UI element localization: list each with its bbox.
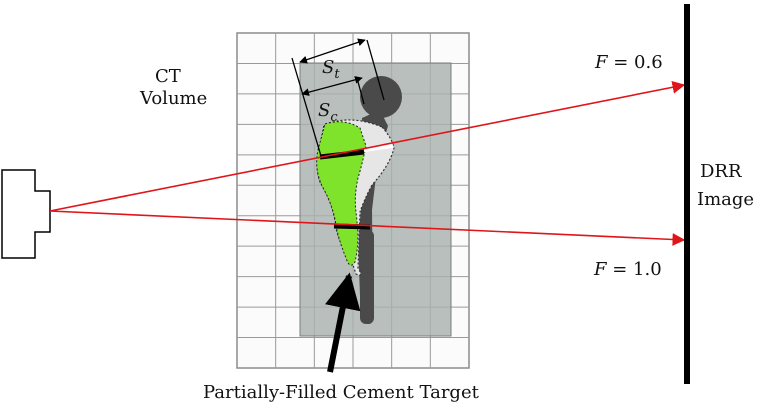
- ray-bottom: [49, 210, 686, 246]
- arrow-up-icon: [325, 272, 361, 373]
- s-c-label: Sc: [318, 100, 338, 125]
- ct-label-line2: Volume: [139, 88, 207, 109]
- ray-top: [49, 80, 686, 212]
- f-bottom-rest: = 1.0: [607, 259, 662, 280]
- target-caption: Partially-Filled Cement Target: [203, 382, 480, 403]
- f-bottom-label: F = 1.0: [593, 259, 662, 280]
- dimension-markers: [291, 38, 385, 157]
- section-line-bottom: [333, 223, 371, 230]
- s-c-var: S: [318, 100, 330, 121]
- f-bottom-var: F: [593, 259, 608, 280]
- ct-label-line1: CT: [155, 66, 181, 87]
- drr-label-line1: DRR: [700, 161, 742, 182]
- x-ray-source-icon: [1, 169, 51, 259]
- detector-plane: [684, 4, 690, 384]
- section-line-top-extension: [363, 144, 394, 152]
- f-top-rest: = 0.6: [608, 52, 663, 73]
- f-top-label: F = 0.6: [594, 52, 663, 73]
- drr-label-line2: Image: [697, 189, 754, 210]
- s-c-sub: c: [330, 110, 338, 125]
- s-t-var: S: [322, 57, 334, 78]
- s-t-label: St: [322, 57, 340, 82]
- f-top-var: F: [594, 52, 609, 73]
- s-t-sub: t: [334, 67, 340, 82]
